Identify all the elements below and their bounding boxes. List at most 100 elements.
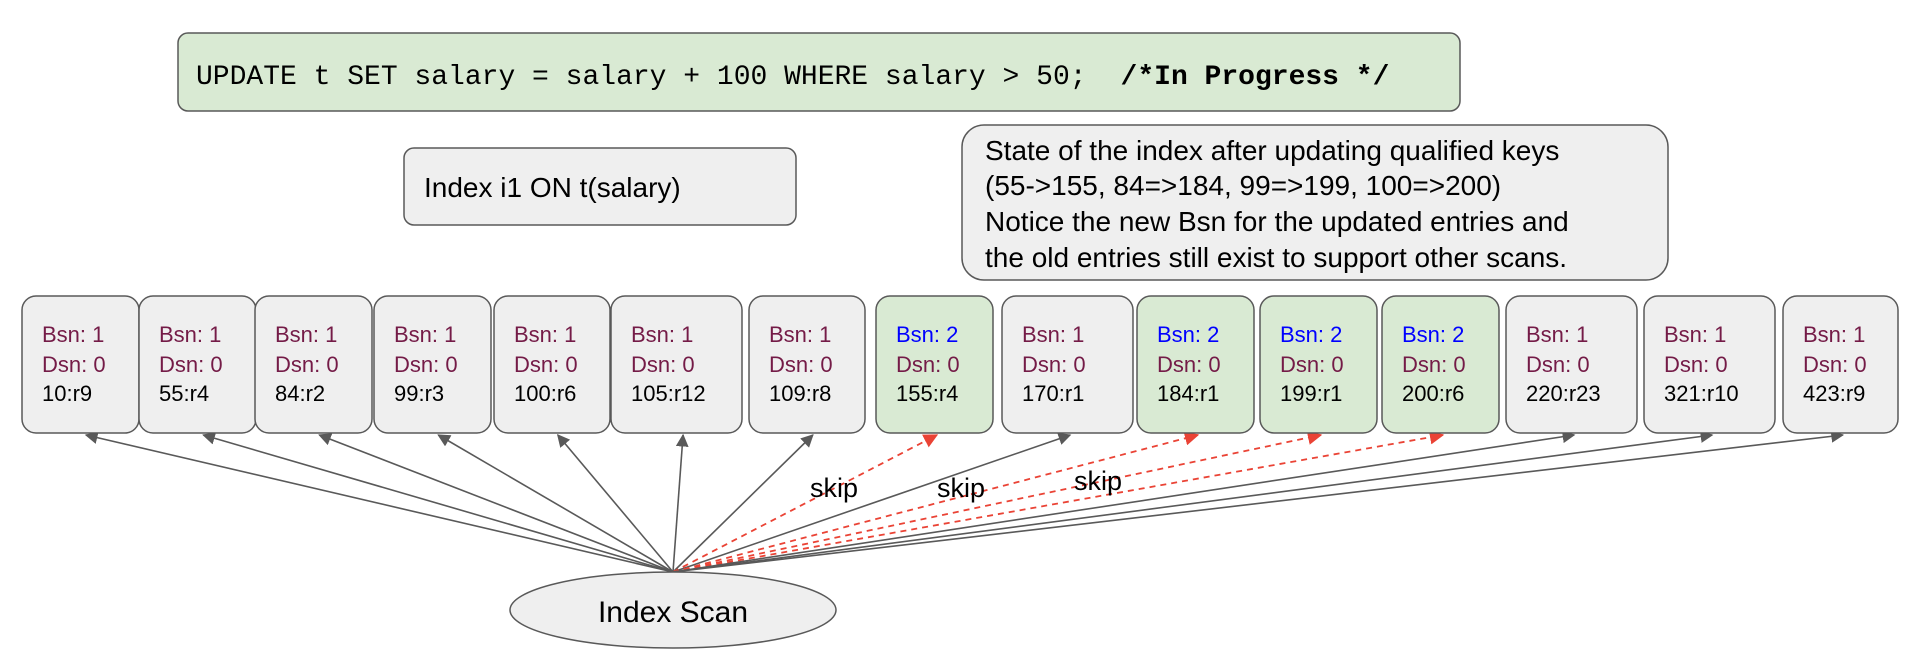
entry-key: 155:r4 [896, 381, 958, 406]
index-entry-box [1381, 295, 1500, 434]
svg-text:UPDATE t SET salary = salary +: UPDATE t SET salary = salary + 100 WHERE… [196, 62, 1389, 93]
index-entry-box [493, 295, 611, 434]
updated-index-entry: Bsn: 2 Dsn: 0 199:r1 [1259, 295, 1378, 434]
entry-key: 109:r8 [769, 381, 831, 406]
entry-bsn: Bsn: 1 [42, 322, 104, 347]
scan-arrow [318, 433, 674, 573]
entry-bsn: Bsn: 1 [394, 322, 456, 347]
entry-bsn: Bsn: 1 [1022, 322, 1084, 347]
index-entry: Bsn: 1 Dsn: 0 170:r1 [1001, 295, 1134, 434]
index-entry: Bsn: 1 Dsn: 0 10:r9 [21, 295, 140, 434]
entry-bsn: Bsn: 2 [1157, 322, 1219, 347]
entry-bsn: Bsn: 1 [159, 322, 221, 347]
skip-arrow [672, 431, 1200, 573]
entry-key: 10:r9 [42, 381, 92, 406]
entry-bsn: Bsn: 1 [275, 322, 337, 347]
entry-dsn: Dsn: 0 [1664, 352, 1728, 377]
entry-dsn: Dsn: 0 [1803, 352, 1867, 377]
entry-dsn: Dsn: 0 [275, 352, 339, 377]
index-entry: Bsn: 1 Dsn: 0 423:r9 [1782, 295, 1899, 434]
state-note-box: State of the index after updating qualif… [961, 124, 1669, 281]
entry-key: 105:r12 [631, 381, 706, 406]
entry-dsn: Dsn: 0 [514, 352, 578, 377]
sql-comment: /*In Progress */ [1121, 62, 1390, 93]
entry-dsn: Dsn: 0 [631, 352, 695, 377]
entry-key: 184:r1 [1157, 381, 1219, 406]
entry-key: 200:r6 [1402, 381, 1464, 406]
state-note-line: Notice the new Bsn for the updated entri… [985, 206, 1569, 237]
index-label-box: Index i1 ON t(salary) [403, 147, 797, 226]
skip-label: skip [937, 473, 985, 503]
skip-labels: skip skip skip [810, 466, 1122, 503]
scan-arrow [672, 434, 814, 573]
index-entry-box [1136, 295, 1255, 434]
scan-arrow [556, 434, 674, 573]
index-entry-box [1001, 295, 1134, 434]
entry-bsn: Bsn: 2 [1280, 322, 1342, 347]
index-scan-node: Index Scan [509, 571, 837, 649]
index-entry-box [1259, 295, 1378, 434]
index-entry-box [1643, 295, 1776, 434]
entry-bsn: Bsn: 1 [514, 322, 576, 347]
entry-bsn: Bsn: 1 [1526, 322, 1588, 347]
entry-dsn: Dsn: 0 [394, 352, 458, 377]
entry-key: 220:r23 [1526, 381, 1601, 406]
scan-arrow [84, 431, 674, 573]
skip-arrow [672, 430, 1323, 573]
sql-statement: UPDATE t SET salary = salary + 100 WHERE… [196, 62, 1087, 93]
entry-bsn: Bsn: 1 [1664, 322, 1726, 347]
scan-arrow [672, 433, 689, 573]
index-entry: Bsn: 1 Dsn: 0 105:r12 [610, 295, 743, 434]
scan-arrow [672, 430, 1576, 573]
entry-dsn: Dsn: 0 [896, 352, 960, 377]
entry-key: 423:r9 [1803, 381, 1865, 406]
entry-key: 321:r10 [1664, 381, 1739, 406]
index-entry-box [610, 295, 743, 434]
entry-key: 55:r4 [159, 381, 209, 406]
index-entry-box [748, 295, 866, 434]
index-scan-label: Index Scan [598, 596, 748, 629]
sql-statement-box: UPDATE t SET salary = salary + 100 WHERE… [177, 32, 1461, 112]
index-entry-box [373, 295, 492, 434]
entry-dsn: Dsn: 0 [1157, 352, 1221, 377]
entry-dsn: Dsn: 0 [42, 352, 106, 377]
scan-arrows [84, 429, 1845, 573]
skip-arrow [672, 430, 1445, 573]
entry-bsn: Bsn: 1 [769, 322, 831, 347]
entry-key: 170:r1 [1022, 381, 1084, 406]
skip-label: skip [1074, 466, 1122, 496]
entry-dsn: Dsn: 0 [1526, 352, 1590, 377]
state-note-line: State of the index after updating qualif… [985, 135, 1559, 166]
index-entry-box [254, 295, 373, 434]
index-entry-box [875, 295, 994, 434]
updated-index-entry: Bsn: 2 Dsn: 0 184:r1 [1136, 295, 1255, 434]
entry-key: 99:r3 [394, 381, 444, 406]
scan-arrow [672, 429, 1845, 573]
entry-dsn: Dsn: 0 [1402, 352, 1466, 377]
index-entry: Bsn: 1 Dsn: 0 99:r3 [373, 295, 492, 434]
entry-bsn: Bsn: 1 [631, 322, 693, 347]
index-entry: Bsn: 1 Dsn: 0 84:r2 [254, 295, 373, 434]
entry-dsn: Dsn: 0 [1022, 352, 1086, 377]
entry-dsn: Dsn: 0 [1280, 352, 1344, 377]
entry-key: 84:r2 [275, 381, 325, 406]
entry-bsn: Bsn: 1 [1803, 322, 1865, 347]
index-entry: Bsn: 1 Dsn: 0 55:r4 [138, 295, 257, 434]
index-entry-box [1782, 295, 1899, 434]
state-note-line: (55->155, 84=>184, 99=>199, 100=>200) [985, 170, 1501, 201]
index-entry-box [1505, 295, 1638, 434]
scan-arrow [672, 430, 1714, 573]
updated-index-entry: Bsn: 2 Dsn: 0 200:r6 [1381, 295, 1500, 434]
scan-arrow [202, 432, 674, 573]
skip-label: skip [810, 473, 858, 503]
entry-dsn: Dsn: 0 [159, 352, 223, 377]
index-entry: Bsn: 1 Dsn: 0 220:r23 [1505, 295, 1638, 434]
entry-bsn: Bsn: 2 [1402, 322, 1464, 347]
entry-key: 199:r1 [1280, 381, 1342, 406]
state-note-line: the old entries still exist to support o… [985, 242, 1567, 273]
